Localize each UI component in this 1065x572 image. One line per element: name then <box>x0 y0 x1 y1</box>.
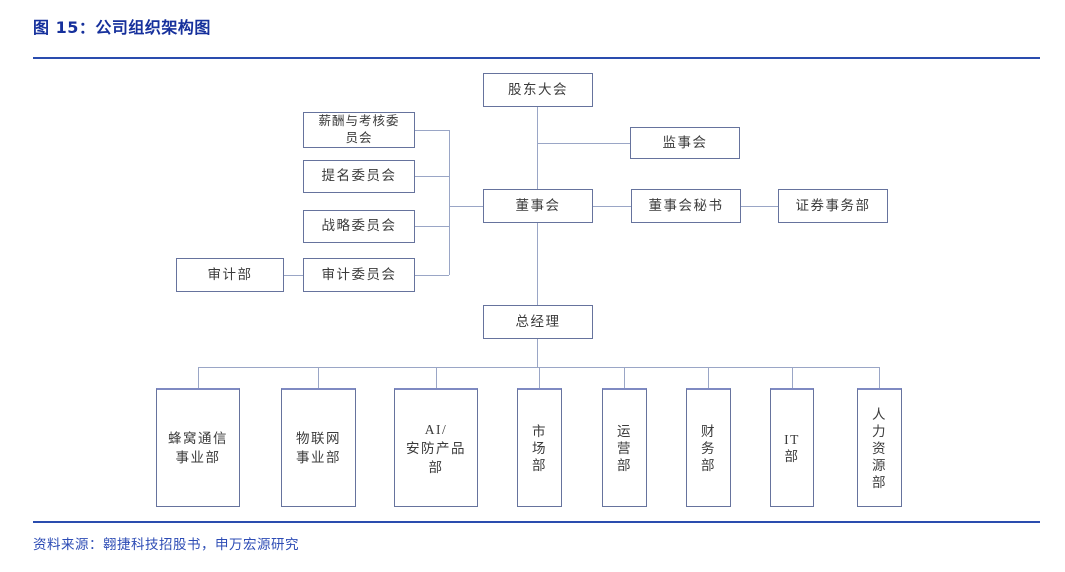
connector-drop-it <box>792 367 793 388</box>
org-node-it-dept: IT 部 <box>770 388 814 507</box>
connector-board-secretary <box>593 206 631 207</box>
connector-drop-ai-security <box>436 367 437 388</box>
org-node-audit-committee: 审计委员会 <box>303 258 415 292</box>
org-node-label: 股东大会 <box>508 81 568 97</box>
connector-board-gm <box>537 223 538 305</box>
connector-shareholders-board <box>537 107 538 189</box>
org-node-label: 人 力 资 源 部 <box>872 406 887 490</box>
org-node-label: 市 场 部 <box>532 423 547 473</box>
org-node-general-manager: 总经理 <box>483 305 593 339</box>
org-node-audit-dept: 审计部 <box>176 258 284 292</box>
connector-drop-cellular <box>198 367 199 388</box>
org-node-ai-security-division: AI/ 安防产品 部 <box>394 388 478 507</box>
org-node-label: AI/ 安防产品 部 <box>406 421 466 475</box>
connector-gm-drop <box>537 339 538 367</box>
connector-committees-board <box>449 206 483 207</box>
org-node-strategy-committee: 战略委员会 <box>303 210 415 243</box>
connector-committee-strategy <box>415 226 449 227</box>
connector-secretary-securities <box>741 206 778 207</box>
org-node-supervisory-board: 监事会 <box>630 127 740 159</box>
connector-committee-compensation <box>415 130 449 131</box>
org-node-label: 蜂窝通信 事业部 <box>168 431 228 465</box>
org-node-label: 提名委员会 <box>321 168 397 184</box>
connector-committees-trunk <box>449 130 450 275</box>
connector-drop-operations <box>624 367 625 388</box>
connector-supervisory <box>537 143 630 144</box>
connector-drop-hr <box>879 367 880 388</box>
figure-title: 图 15：公司组织架构图 <box>33 18 211 37</box>
connector-committee-nomination <box>415 176 449 177</box>
connector-drop-finance <box>708 367 709 388</box>
org-node-securities-dept: 证券事务部 <box>778 189 888 223</box>
org-node-cellular-division: 蜂窝通信 事业部 <box>156 388 240 507</box>
org-node-label: 运 营 部 <box>617 423 632 473</box>
source-divider-line <box>33 521 1040 523</box>
org-node-label: IT 部 <box>784 432 800 464</box>
org-node-label: 战略委员会 <box>321 218 397 234</box>
org-node-label: 证券事务部 <box>795 197 871 213</box>
org-node-label: 财 务 部 <box>701 423 716 473</box>
org-node-label: 物联网 事业部 <box>296 431 341 465</box>
org-node-label: 审计部 <box>207 266 253 282</box>
org-node-label: 董事会秘书 <box>648 197 724 213</box>
org-node-board-of-directors: 董事会 <box>483 189 593 223</box>
org-node-nomination-committee: 提名委员会 <box>303 160 415 193</box>
org-node-label: 总经理 <box>515 313 561 329</box>
org-node-marketing-dept: 市 场 部 <box>517 388 562 507</box>
figure-source: 资料来源：翱捷科技招股书，申万宏源研究 <box>33 537 299 553</box>
org-node-label: 薪酬与考核委 员会 <box>318 114 400 145</box>
org-node-compensation-committee: 薪酬与考核委 员会 <box>303 112 415 148</box>
org-node-label: 审计委员会 <box>321 266 397 282</box>
org-node-hr-dept: 人 力 资 源 部 <box>857 388 902 507</box>
org-node-finance-dept: 财 务 部 <box>686 388 731 507</box>
connector-committee-audit <box>415 275 449 276</box>
org-node-shareholders-meeting: 股东大会 <box>483 73 593 107</box>
org-node-board-secretary: 董事会秘书 <box>631 189 741 223</box>
org-node-label: 监事会 <box>662 134 708 150</box>
connector-audit-dept <box>284 275 303 276</box>
org-node-operations-dept: 运 营 部 <box>602 388 647 507</box>
connector-drop-marketing <box>539 367 540 388</box>
org-node-iot-division: 物联网 事业部 <box>281 388 356 507</box>
org-node-label: 董事会 <box>515 197 561 213</box>
connector-drop-iot <box>318 367 319 388</box>
title-divider-line <box>33 57 1040 59</box>
